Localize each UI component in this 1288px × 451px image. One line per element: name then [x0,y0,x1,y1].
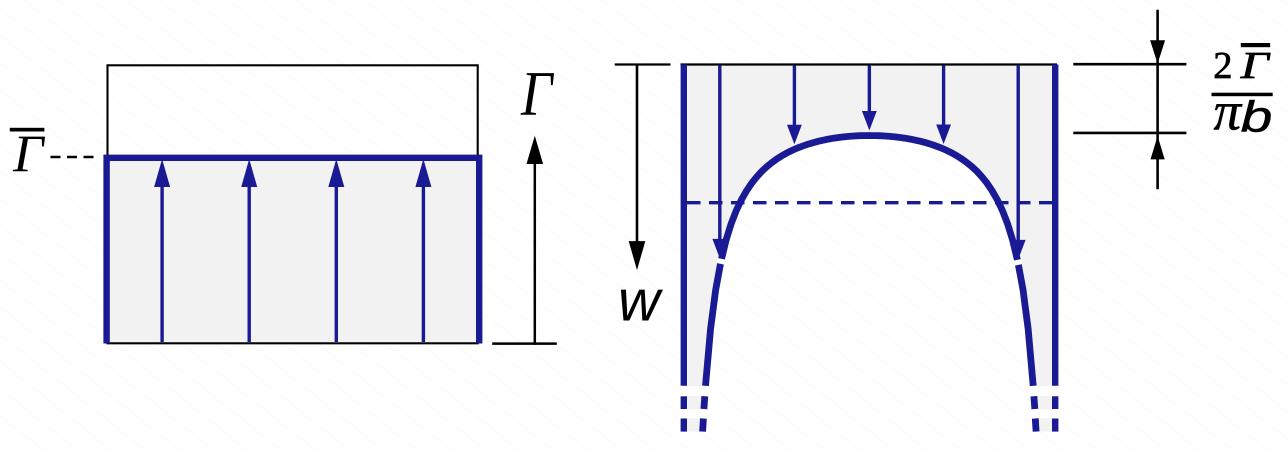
svg-text:2: 2 [1213,45,1232,87]
svg-text:Γ: Γ [1240,44,1271,87]
svg-text:Γ: Γ [520,58,554,129]
svg-text:π: π [1214,80,1243,141]
svg-text:w: w [618,269,663,334]
svg-text:b: b [1241,92,1273,141]
svg-text:Γ: Γ [12,126,45,184]
